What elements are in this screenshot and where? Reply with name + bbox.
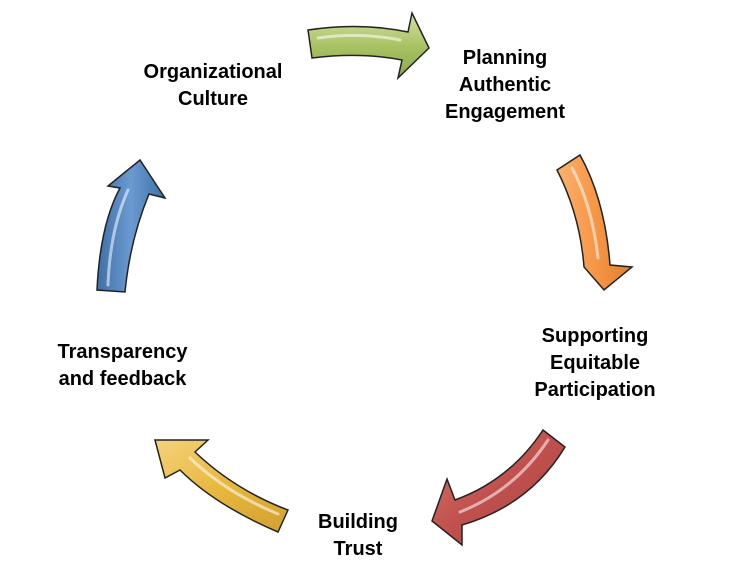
stage-label-building-trust: Building Trust — [298, 509, 418, 563]
label-line: Trust — [333, 538, 383, 560]
arrow-blue — [96, 158, 167, 293]
arrow-orange — [556, 153, 634, 292]
label-line: Organizational — [143, 61, 283, 83]
label-line: Supporting — [541, 325, 649, 347]
label-line: Equitable — [549, 352, 640, 374]
arrow-red — [431, 428, 566, 547]
label-line: Building — [318, 511, 398, 533]
stage-label-planning-authentic-engagement: Planning Authentic Engagement — [430, 45, 580, 126]
label-line: and feedback — [58, 368, 187, 390]
label-line: Authentic — [458, 74, 552, 96]
label-line: Planning — [462, 47, 548, 69]
stage-label-transparency-and-feedback: Transparency and feedback — [40, 339, 205, 393]
arrow-green — [307, 10, 430, 81]
label-line: Engagement — [444, 101, 566, 123]
stage-label-supporting-equitable-participation: Supporting Equitable Participation — [515, 323, 675, 404]
label-line: Participation — [534, 379, 656, 401]
label-line: Transparency — [57, 341, 188, 363]
label-line: Culture — [178, 88, 248, 110]
stage-label-organizational-culture: Organizational Culture — [128, 59, 298, 113]
arrow-yellow — [154, 439, 290, 533]
